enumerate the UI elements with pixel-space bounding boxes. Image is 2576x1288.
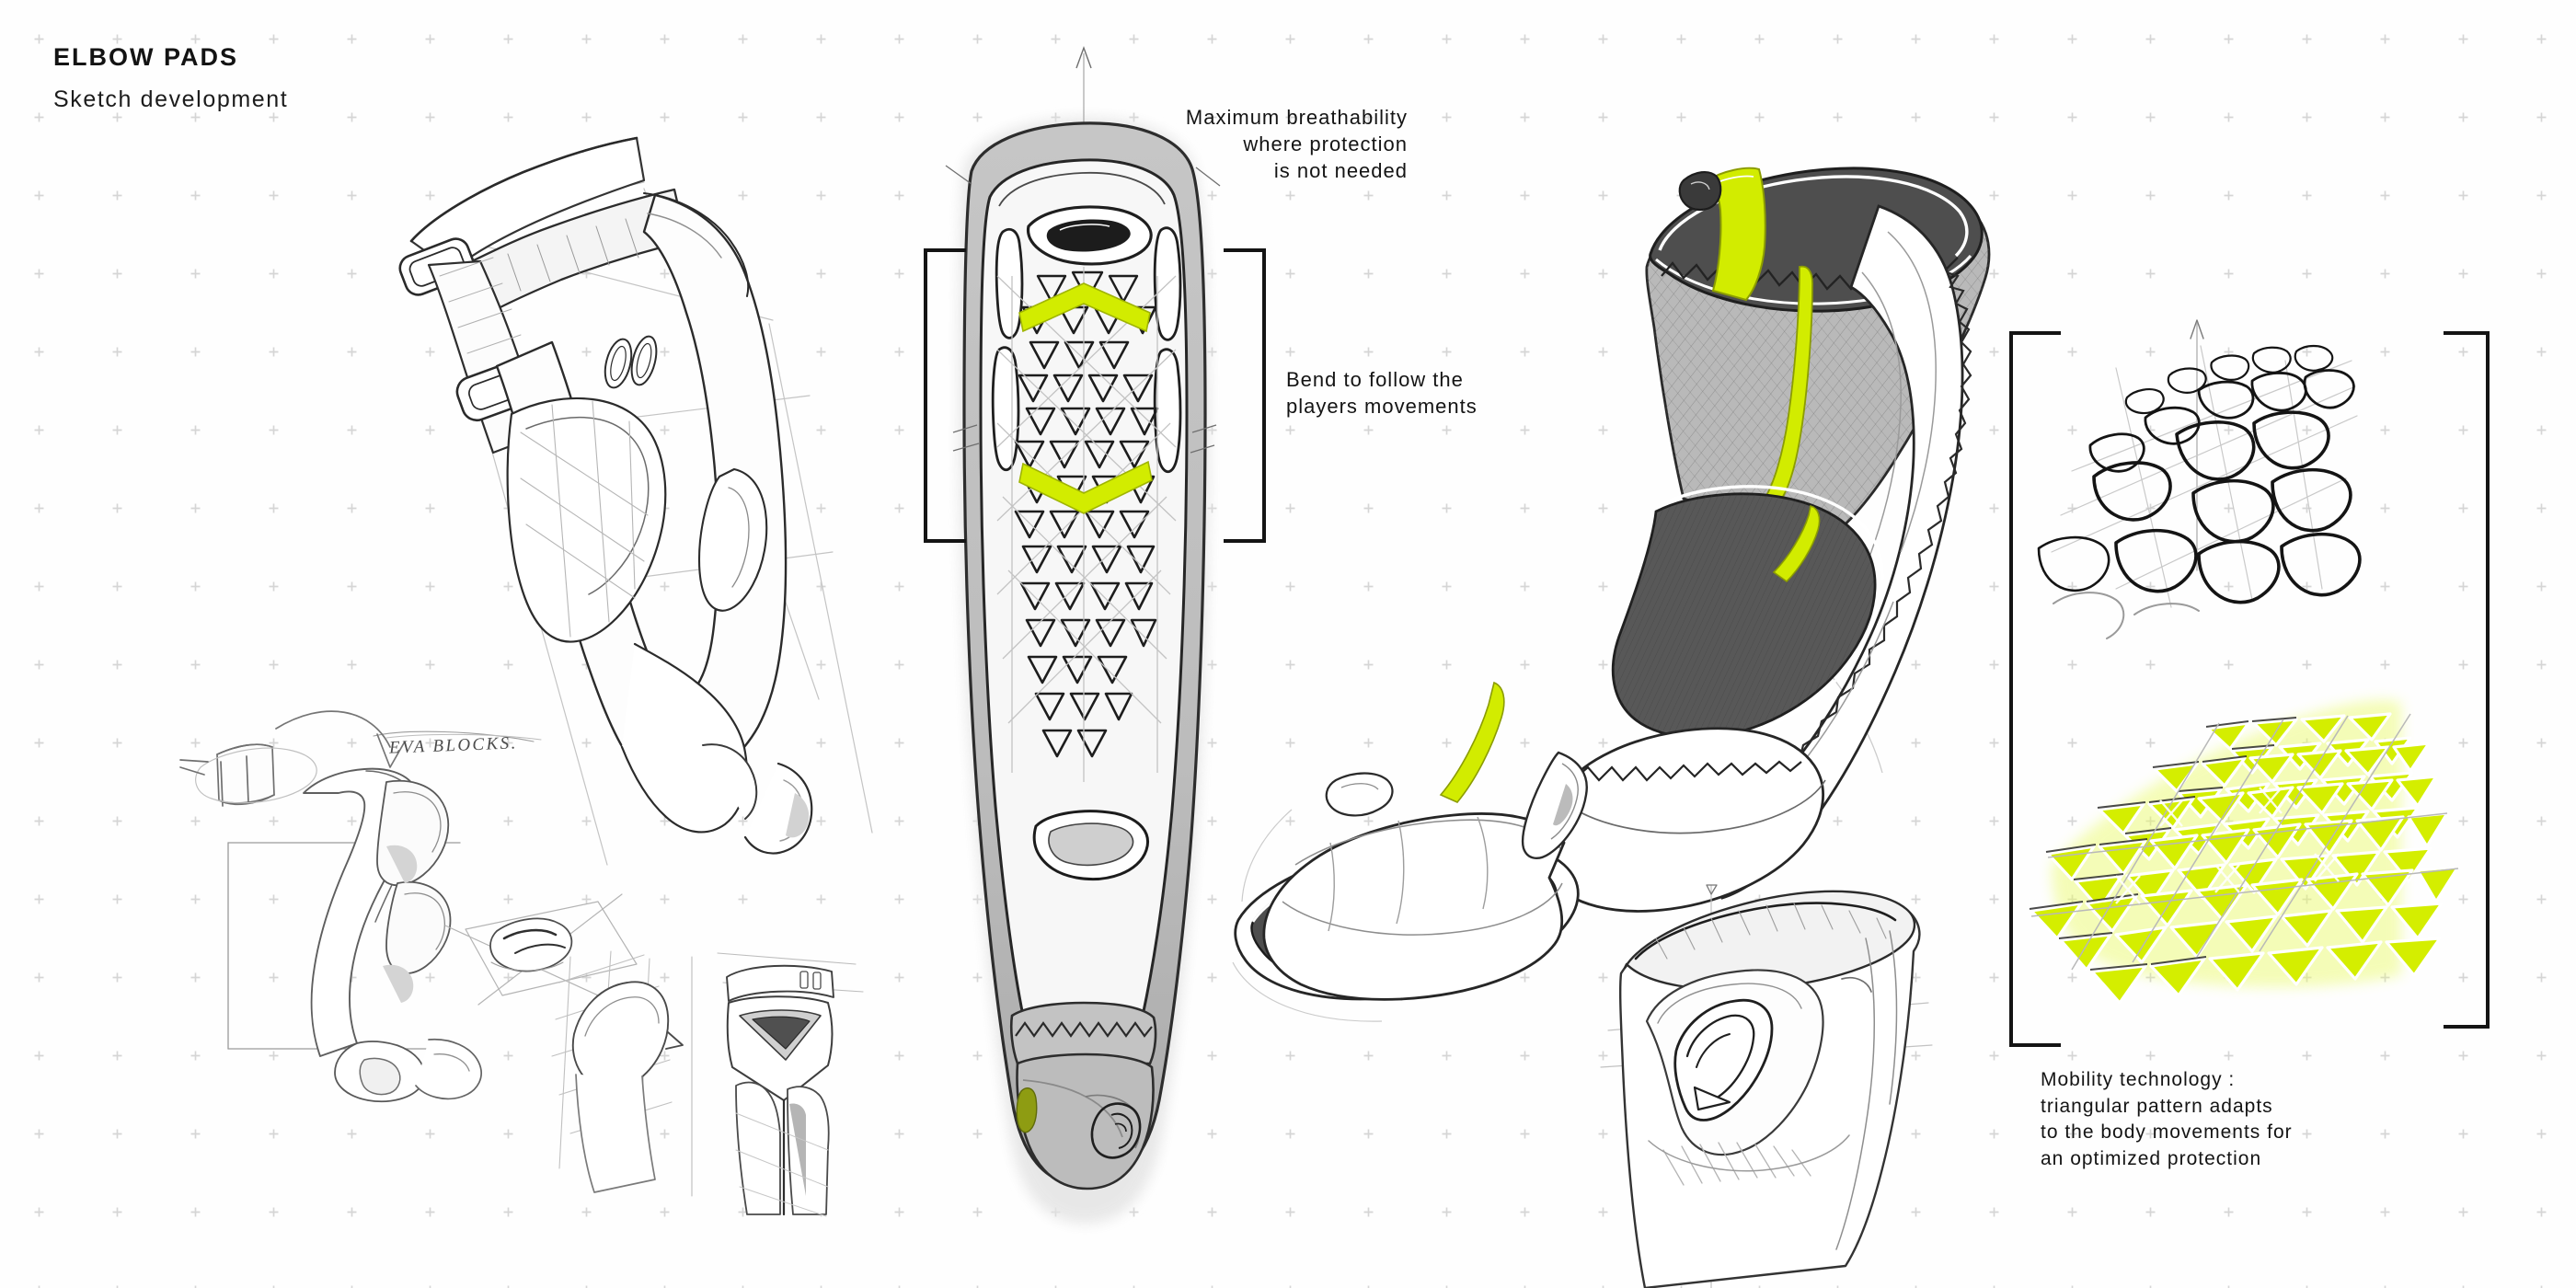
annotation-mobility: Mobility technology : triangular pattern… (2041, 1069, 2293, 1169)
page-title: ELBOW PADS (53, 43, 238, 71)
annotation-bend: Bend to follow the players movements (1286, 368, 1478, 419)
page-title-block: ELBOW PADS Sketch development (53, 43, 289, 112)
handwritten-note-eva-blocks: EVA BLOCKS. (388, 733, 519, 758)
annotation-breathability: Maximum breathability where protection i… (1185, 106, 1408, 183)
page-subtitle: Sketch development (53, 86, 289, 112)
